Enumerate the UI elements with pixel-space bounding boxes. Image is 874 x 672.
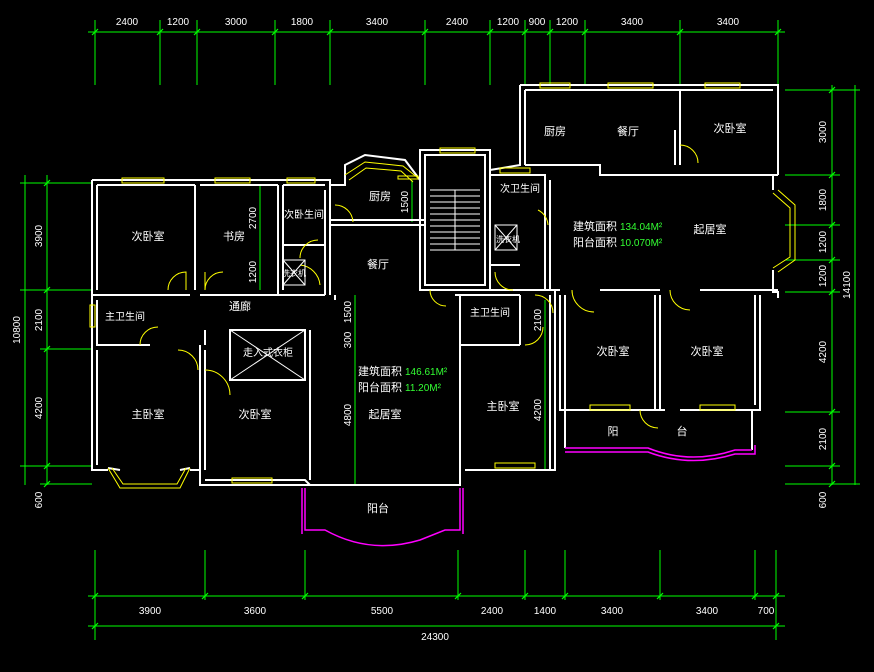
room-right-kitchen: 厨房 xyxy=(544,125,566,138)
right-total: 14100 xyxy=(842,271,853,299)
left-dim-4: 600 xyxy=(34,491,45,508)
left-area-note: 建筑面积 146.61M² 阳台面积 11.20M² xyxy=(358,364,448,394)
room-right-dining: 餐厅 xyxy=(617,124,639,138)
room-left-washer: 洗衣机 xyxy=(282,268,306,278)
top-dim-6: 2400 xyxy=(446,17,469,28)
bottom-dim-5: 1400 xyxy=(534,606,557,617)
right-dim-5: 4200 xyxy=(818,340,829,363)
room-left-corridor: 通廊 xyxy=(229,299,251,313)
left-balcony-area-label: 阳台面积 xyxy=(358,380,402,394)
room-right-balcony-1: 阳 xyxy=(608,425,619,438)
left-dim-3: 4200 xyxy=(34,396,45,419)
left-unit-room-labels: 次卧室 书房 次卧生间 洗衣机 通廊 主卫生间 走入式衣柜 主卧室 次卧室 厨房… xyxy=(105,190,402,515)
room-right-bed3: 次卧室 xyxy=(597,344,630,358)
room-left-bath2: 次卧生间 xyxy=(284,208,324,221)
fixtures xyxy=(229,224,518,381)
top-dim-8: 900 xyxy=(529,17,546,28)
top-dim-1: 2400 xyxy=(116,17,139,28)
bottom-dimension-labels: 3900 3600 5500 2400 1400 3400 3400 700 2… xyxy=(139,606,775,643)
left-dim-1: 3900 xyxy=(34,224,45,247)
room-left-bed2: 次卧室 xyxy=(132,229,165,243)
left-dimension-labels: 3900 2100 4200 600 10800 xyxy=(12,224,45,508)
left-balcony-area-value: 11.20M² xyxy=(405,383,442,394)
balconies xyxy=(301,445,756,547)
right-balcony-area-label: 阳台面积 xyxy=(573,235,617,249)
dimension-ticks xyxy=(43,28,836,630)
top-dim-9: 1200 xyxy=(556,17,579,28)
left-build-area-label: 建筑面积 xyxy=(358,364,402,378)
room-left-dining: 餐厅 xyxy=(367,257,389,271)
inner-dim-1500b: 1500 xyxy=(343,300,354,323)
top-dim-7: 1200 xyxy=(497,17,520,28)
walls xyxy=(91,84,779,486)
top-dim-10: 3400 xyxy=(621,17,644,28)
room-left-master: 主卧室 xyxy=(132,407,165,421)
bottom-dim-1: 3900 xyxy=(139,606,162,617)
top-dim-11: 3400 xyxy=(717,17,740,28)
room-left-mbath: 主卫生间 xyxy=(105,310,145,323)
right-area-note: 建筑面积 134.04M² 阳台面积 10.070M² xyxy=(573,219,663,249)
right-dimension-labels: 3000 1800 1200 1200 4200 2100 600 14100 xyxy=(818,120,853,508)
right-unit-room-labels: 厨房 餐厅 次卧室 次卫生间 洗衣机 起居室 主卫生间 主卧室 次卧室 次卧室 … xyxy=(470,121,747,438)
room-right-bed2: 次卧室 xyxy=(714,121,747,135)
right-build-area-label: 建筑面积 xyxy=(573,219,617,233)
room-right-bed4: 次卧室 xyxy=(691,344,724,358)
right-dim-7: 600 xyxy=(818,491,829,508)
right-balcony-area-value: 10.070M² xyxy=(620,238,663,249)
bottom-dim-3: 5500 xyxy=(371,606,394,617)
inner-dim-2100: 2100 xyxy=(533,308,544,331)
inner-dim-4200: 4200 xyxy=(533,398,544,421)
room-left-walkin: 走入式衣柜 xyxy=(243,346,293,359)
bottom-dim-7: 3400 xyxy=(696,606,719,617)
right-build-area-value: 134.04M² xyxy=(620,222,663,233)
bottom-total: 24300 xyxy=(421,632,449,643)
top-dim-3: 3000 xyxy=(225,17,248,28)
bottom-dim-6: 3400 xyxy=(601,606,624,617)
room-left-balcony: 阳台 xyxy=(367,501,389,515)
right-dim-3: 1200 xyxy=(818,230,829,253)
top-dimension-labels: 2400 1200 3000 1800 3400 2400 1200 900 1… xyxy=(116,17,740,28)
inner-dim-1500a: 1500 xyxy=(400,190,411,213)
right-dim-6: 2100 xyxy=(818,427,829,450)
bottom-dim-2: 3600 xyxy=(244,606,267,617)
left-dim-2: 2100 xyxy=(34,308,45,331)
room-right-bath2: 次卫生间 xyxy=(500,182,540,195)
inner-dim-1200: 1200 xyxy=(248,260,259,283)
dimension-lines xyxy=(20,20,860,640)
top-dim-5: 3400 xyxy=(366,17,389,28)
room-left-kitchen: 厨房 xyxy=(369,190,391,203)
stairs xyxy=(430,189,480,251)
bottom-dim-8: 700 xyxy=(758,606,775,617)
top-dim-2: 1200 xyxy=(167,17,190,28)
room-right-balcony-2: 台 xyxy=(677,424,688,438)
right-dim-2: 1800 xyxy=(818,188,829,211)
left-total: 10800 xyxy=(12,316,23,344)
inner-dimension-labels: 2700 1200 1500 1500 300 4800 2100 4200 xyxy=(248,190,544,426)
room-right-living: 起居室 xyxy=(694,222,727,236)
room-left-living: 起居室 xyxy=(369,407,402,421)
room-right-mbath: 主卫生间 xyxy=(470,306,510,319)
inner-dim-4800: 4800 xyxy=(343,403,354,426)
left-build-area-value: 146.61M² xyxy=(405,367,448,378)
top-dim-4: 1800 xyxy=(291,17,314,28)
windows xyxy=(89,82,796,489)
inner-dim-2700: 2700 xyxy=(248,206,259,229)
bottom-dim-4: 2400 xyxy=(481,606,504,617)
doors xyxy=(139,144,699,429)
inner-dim-300: 300 xyxy=(343,331,354,348)
room-left-study: 书房 xyxy=(223,230,245,243)
right-dim-4: 1200 xyxy=(818,264,829,287)
right-dim-1: 3000 xyxy=(818,120,829,143)
room-left-bed3: 次卧室 xyxy=(239,407,272,421)
room-right-washer: 洗衣机 xyxy=(496,234,520,244)
room-right-master: 主卧室 xyxy=(487,399,520,413)
